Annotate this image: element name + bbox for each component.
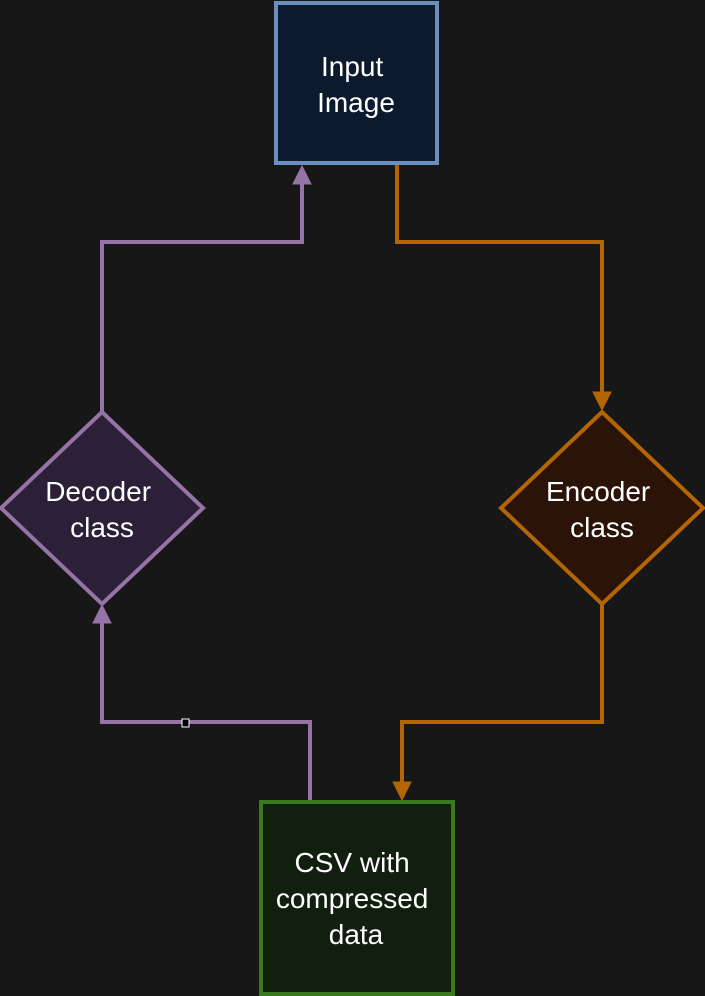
svg-text:CSV with compressed: CSV with compressed data (276, 847, 436, 950)
node-encoder-class[interactable]: Encoder class (498, 409, 705, 607)
node-input-image[interactable]: Input Image (274, 1, 439, 165)
csv-label-line3: data (329, 919, 384, 950)
encoder-label-line2: class (570, 512, 634, 543)
input-image-label-line2: Image (317, 87, 395, 118)
edge-decoder-to-input[interactable] (100, 164, 312, 412)
node-decoder-class[interactable]: Decoder class (0, 409, 206, 607)
encoder-label-line1: Encoder (546, 476, 650, 507)
node-csv-compressed-data[interactable]: CSV with compressed data (259, 800, 455, 996)
decoder-label-line1: Decoder (45, 476, 151, 507)
csv-label-line2: compressed (276, 883, 429, 914)
svg-text:Decoder class: Decoder class (45, 476, 159, 543)
svg-text:Input Image: Input Image (317, 51, 395, 118)
edge-input-to-encoder[interactable] (395, 163, 612, 412)
edge-csv-to-decoder[interactable] (92, 603, 312, 802)
edge-handle[interactable] (181, 718, 190, 728)
input-image-label-line1: Input (321, 51, 383, 82)
edge-encoder-to-csv[interactable] (392, 603, 604, 802)
decoder-label-line2: class (70, 512, 134, 543)
svg-text:Encoder class: Encoder class (546, 476, 658, 543)
csv-label-line1: CSV with (295, 847, 410, 878)
